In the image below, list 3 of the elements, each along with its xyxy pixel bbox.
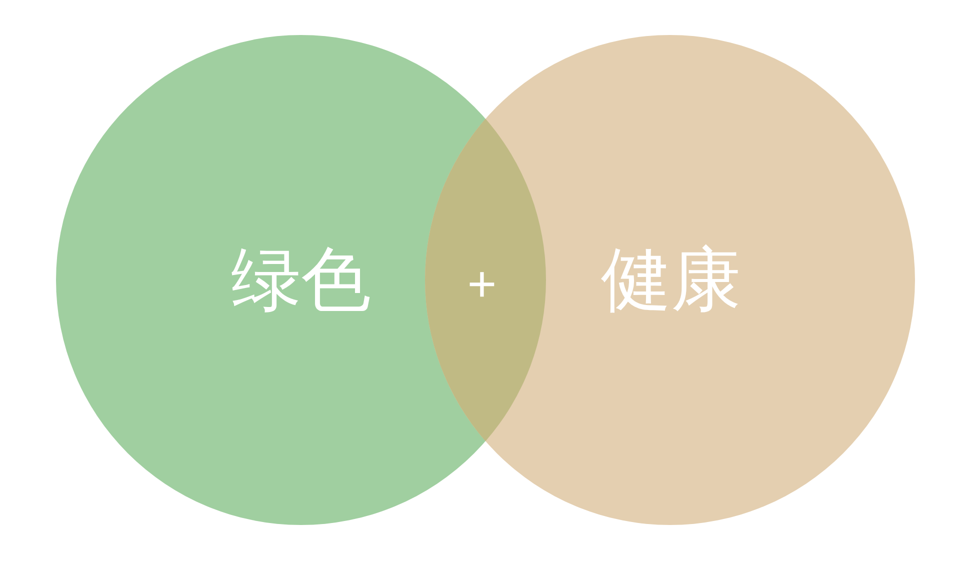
plus-label: + (467, 259, 497, 309)
circle-label: 健康 (601, 242, 741, 318)
circle-label: 绿色 (231, 242, 371, 318)
